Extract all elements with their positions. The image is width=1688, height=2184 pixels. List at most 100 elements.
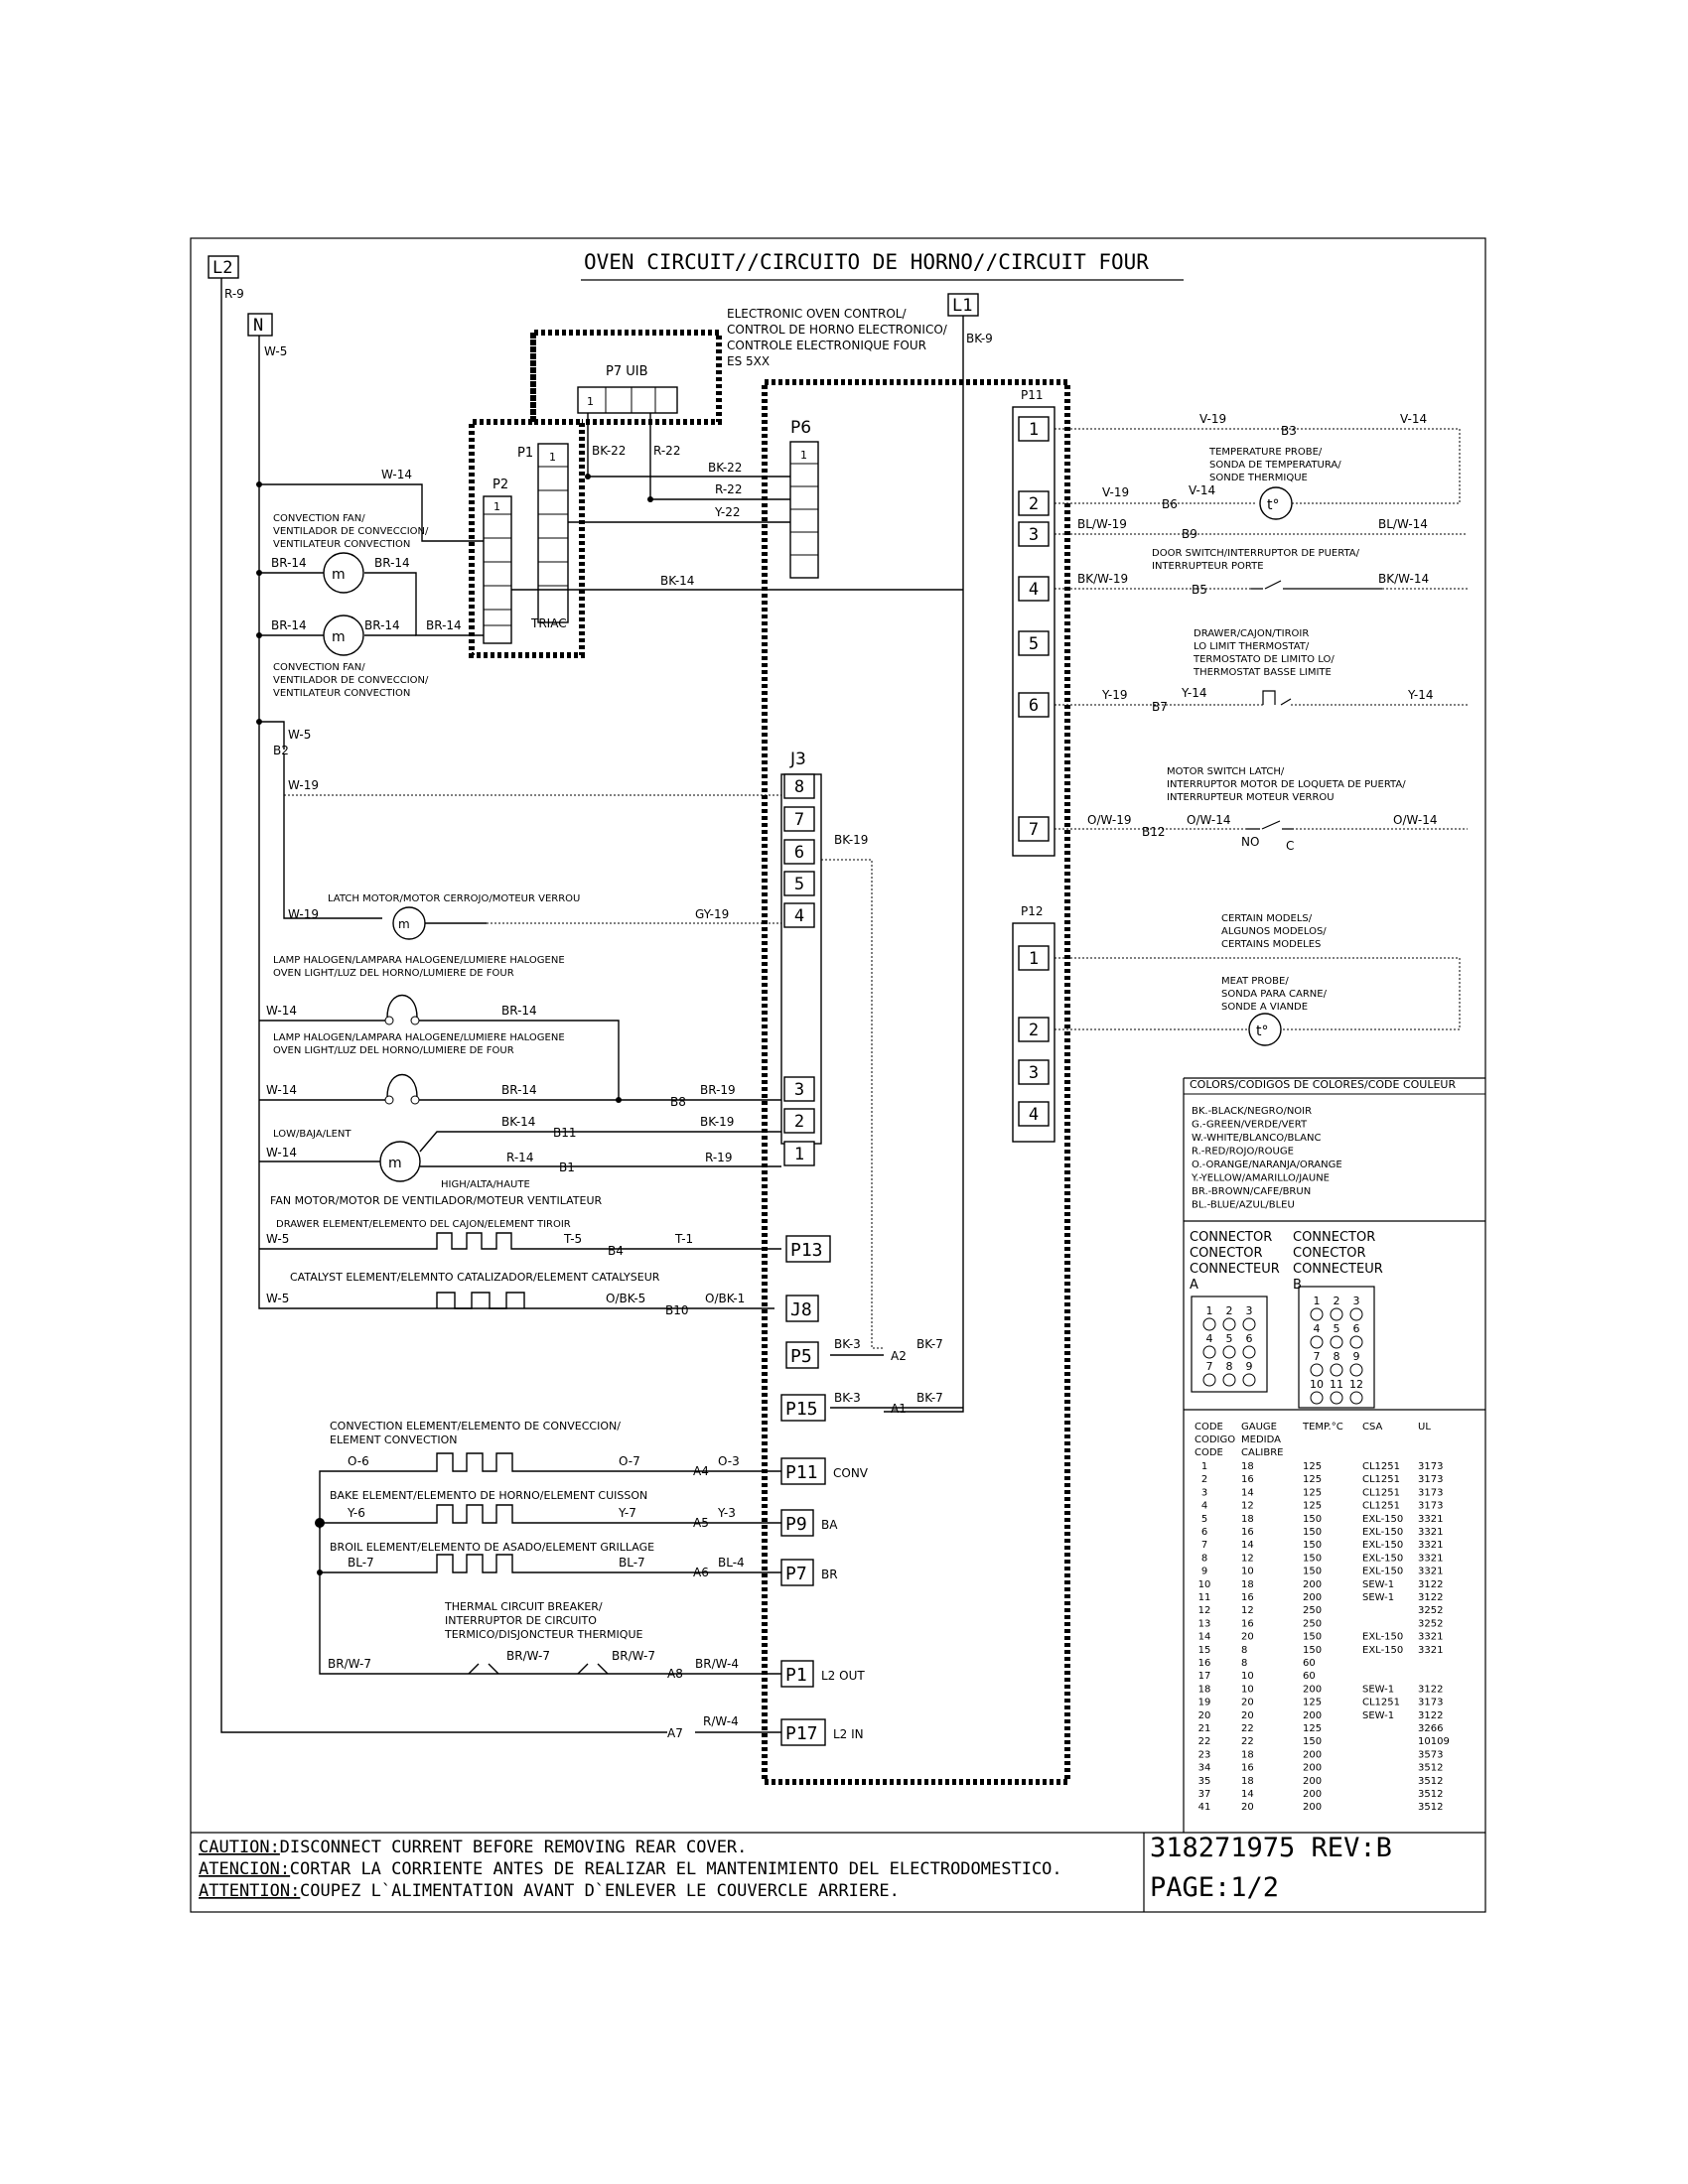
node-no: NO: [1241, 835, 1259, 849]
p6-label: P6: [790, 418, 811, 438]
plug-p17-box: [780, 1718, 826, 1746]
gauge-cell: 200: [1303, 1592, 1322, 1603]
gauge-cell: 150: [1303, 1567, 1322, 1577]
gauge-cell: 8: [1201, 1553, 1207, 1564]
plug-p9-box: [780, 1509, 814, 1537]
p11-pin-6: 6: [1029, 696, 1039, 716]
wire-label-br14-fan2b: BR-14: [364, 618, 400, 632]
j3-pin-2: 2: [794, 1112, 804, 1132]
connb-pin-number: 4: [1314, 1322, 1321, 1335]
color-legend-item: G.-GREEN/VERDE/VERT: [1192, 1120, 1308, 1131]
wire-label-br14-fan1a: BR-14: [271, 556, 307, 570]
p2-connector: [483, 495, 512, 644]
wire-label-brw7-a: BR/W-7: [328, 1657, 371, 1671]
connb-pin-number: 12: [1349, 1378, 1363, 1391]
gauge-cell: 3512: [1418, 1763, 1443, 1774]
plug-p7: P7: [785, 1564, 807, 1584]
control-board-left-outline: [469, 333, 585, 658]
gauge-cell: 125: [1303, 1474, 1322, 1485]
connb-pin: [1330, 1391, 1343, 1405]
plug-p15-box: [780, 1394, 826, 1422]
gauge-cell: 10109: [1418, 1736, 1450, 1747]
node-b3: B3: [1281, 424, 1297, 438]
gauge-cell: 18: [1241, 1776, 1254, 1787]
gauge-cell: 3122: [1418, 1684, 1443, 1695]
gauge-cell: 16: [1241, 1592, 1254, 1603]
gauge-cell: 125: [1303, 1698, 1322, 1708]
gauge-cell: 150: [1303, 1736, 1322, 1747]
lamp-1-label-1: LAMP HALOGEN/LAMPARA HALOGENE/LUMIERE HA…: [273, 955, 565, 966]
temp-probe-label-1: TEMPERATURE PROBE/: [1208, 447, 1323, 458]
gauge-cell: 125: [1303, 1461, 1322, 1472]
drawer-element: [259, 1232, 781, 1250]
convection-element-label-1: CONVECTION ELEMENT/ELEMENTO DE CONVECCIO…: [330, 1420, 621, 1433]
uib-outline: [530, 330, 722, 425]
gauge-cell: 23: [1198, 1749, 1211, 1760]
plug-p9-suffix: BA: [821, 1518, 838, 1532]
gauge-cell: 10: [1241, 1671, 1254, 1682]
conna-pin-number: 3: [1246, 1304, 1253, 1317]
wire-label-obk1: O/BK-1: [705, 1292, 745, 1305]
meat-probe-label-1: MEAT PROBE/: [1221, 976, 1289, 987]
part-number: 318271975 REV:B: [1150, 1833, 1392, 1863]
connb-pin-number: 5: [1334, 1322, 1340, 1335]
connb-pin-number: 6: [1353, 1322, 1360, 1335]
gauge-cell: 150: [1303, 1553, 1322, 1564]
connb-label-3: B: [1293, 1278, 1302, 1293]
gauge-cell: CL1251: [1362, 1474, 1400, 1485]
gauge-cell: 41: [1198, 1802, 1211, 1813]
gauge-cell: 3122: [1418, 1579, 1443, 1590]
broil-element: [320, 1554, 781, 1573]
node-b1: B1: [559, 1160, 575, 1174]
wire-label-w14-fan: W-14: [381, 468, 412, 481]
wire-label-w14-fan: W-14: [266, 1146, 297, 1160]
conna-pin-number: 5: [1226, 1332, 1233, 1345]
gauge-cell: 17: [1198, 1671, 1211, 1682]
plug-j8: J8: [790, 1299, 812, 1320]
gauge-cell: 3: [1201, 1487, 1207, 1498]
lamp-1-label-2: OVEN LIGHT/LUZ DEL HORNO/LUMIERE DE FOUR: [273, 968, 514, 979]
plug-p17: P17: [785, 1723, 818, 1744]
node-c: C: [1286, 839, 1294, 853]
gauge-cell: 20: [1241, 1802, 1254, 1813]
node-b5: B5: [1192, 583, 1207, 597]
j3-pin-4-box: [783, 902, 815, 928]
caution-label: CAUTION:: [199, 1838, 280, 1857]
motor-switch-label-1: MOTOR SWITCH LATCH/: [1167, 766, 1285, 777]
plug-p5-box: [785, 1341, 819, 1369]
wire-label-y19: Y-19: [1101, 688, 1128, 702]
gauge-cell: 20: [1198, 1710, 1211, 1721]
gauge-cell: 34: [1198, 1763, 1211, 1774]
caution-text: DISCONNECT CURRENT BEFORE REMOVING REAR …: [280, 1838, 748, 1857]
p12-pin-1-box: [1018, 945, 1050, 971]
gauge-cell: 14: [1241, 1540, 1254, 1551]
gauge-cell: 20: [1241, 1698, 1254, 1708]
conv-fan-2-symbol: m: [332, 629, 346, 645]
connb-label-0: CONNECTOR: [1293, 1230, 1375, 1245]
gauge-cell: EXL-150: [1362, 1527, 1403, 1538]
p1-label: P1: [517, 446, 533, 461]
color-legend-item: BK.-BLACK/NEGRO/NOIR: [1192, 1106, 1312, 1117]
gauge-cell: 11: [1198, 1592, 1211, 1603]
gauge-cell: EXL-150: [1362, 1553, 1403, 1564]
wire-label-br14-fan1b: BR-14: [374, 556, 410, 570]
wire-label-br14-lamp2: BR-14: [501, 1083, 537, 1097]
meat-probe-label-3: SONDE A VIANDE: [1221, 1002, 1308, 1013]
motor-switch-label-2: INTERRUPTOR MOTOR DE LOQUETA DE PUERTA/: [1167, 779, 1406, 790]
conna-pin-number: 7: [1206, 1360, 1213, 1373]
color-legend-item: BL.-BLUE/AZUL/BLEU: [1192, 1200, 1295, 1211]
gauge-cell: 18: [1241, 1749, 1254, 1760]
thermal-breaker-label-1: THERMAL CIRCUIT BREAKER/: [444, 1600, 603, 1613]
p6-connector: [789, 441, 819, 579]
fan-speed-high: HIGH/ALTA/HAUTE: [441, 1179, 530, 1190]
gauge-cell: 250: [1303, 1618, 1322, 1629]
p12-pin-3: 3: [1029, 1063, 1039, 1083]
gauge-cell: EXL-150: [1362, 1540, 1403, 1551]
gauge-cell: 1: [1201, 1461, 1207, 1472]
control-label-line-1: ELECTRONIC OVEN CONTROL/: [727, 307, 907, 321]
gauge-cell: 22: [1241, 1736, 1254, 1747]
connb-pin: [1349, 1307, 1363, 1321]
wire-label-o7: O-7: [619, 1454, 640, 1468]
gauge-cell: 10: [1241, 1684, 1254, 1695]
